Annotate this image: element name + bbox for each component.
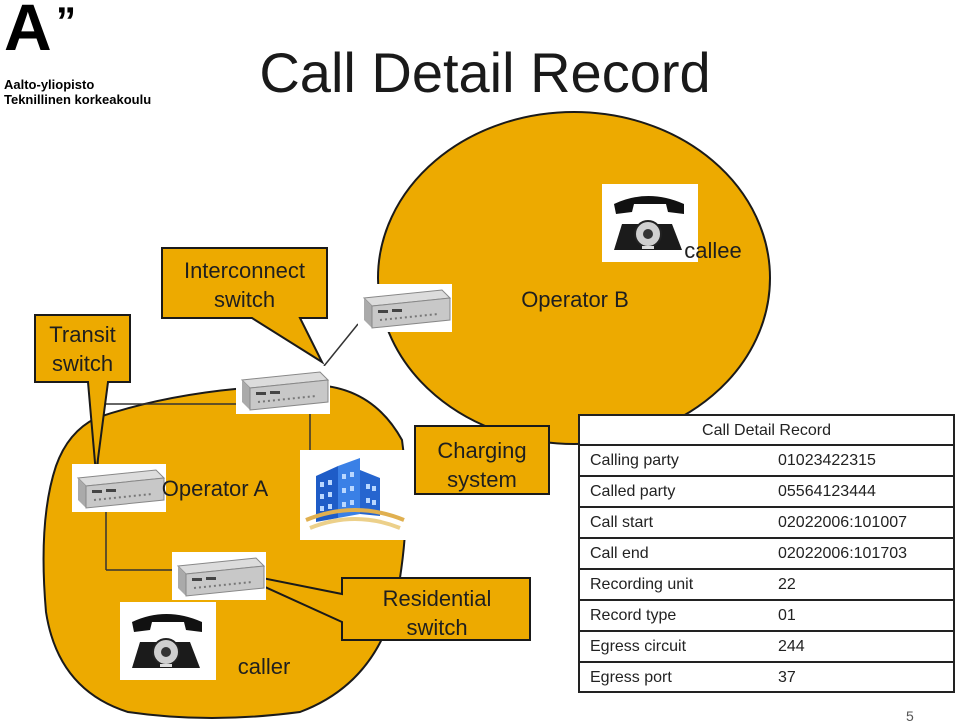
switch-icon-interconnect	[235, 365, 331, 415]
logo-mark: A	[4, 0, 52, 64]
cdr-key: Record type	[590, 607, 677, 624]
callee-label: callee	[684, 238, 742, 263]
cdr-key: Recording unit	[590, 576, 694, 593]
cdr-value: 01	[778, 607, 796, 624]
page-title: Call Detail Record	[259, 41, 711, 104]
cdr-value: 05564123444	[778, 483, 876, 500]
call-detail-record-table: Call Detail Record Calling party 01023422…	[578, 414, 955, 693]
cdr-row: Call start 02022006:101007	[580, 508, 953, 539]
interconnect-switch-callout	[161, 247, 328, 365]
cdr-value: 244	[778, 638, 805, 655]
operator-a-label: Operator A	[161, 476, 269, 501]
cdr-row: Calling party 01023422315	[580, 446, 953, 477]
cdr-key: Called party	[590, 483, 676, 500]
cdr-table-title: Call Detail Record	[580, 416, 953, 446]
cdr-value: 22	[778, 576, 796, 593]
switch-icon-residential	[171, 551, 267, 601]
cdr-key: Egress port	[590, 669, 672, 686]
building-icon	[300, 450, 410, 540]
cdr-row: Egress circuit 244	[580, 632, 953, 663]
switch-icon-operator-b	[357, 283, 453, 333]
cdr-row: Recording unit 22	[580, 570, 953, 601]
cdr-row: Called party 05564123444	[580, 477, 953, 508]
residential-switch-callout	[231, 571, 531, 641]
telephone-icon-caller	[119, 601, 217, 681]
cdr-value: 37	[778, 669, 796, 686]
cdr-value: 02022006:101007	[778, 514, 908, 531]
cdr-key: Call end	[590, 545, 649, 562]
cdr-key: Egress circuit	[590, 638, 687, 655]
logo-line-1: Aalto-yliopisto	[4, 77, 95, 92]
cdr-row: Record type 01	[580, 601, 953, 632]
logo-quote: ”	[56, 0, 76, 44]
transit-switch-callout	[34, 314, 131, 475]
page-number: 5	[906, 708, 914, 724]
charging-system-box	[414, 425, 550, 495]
cdr-row: Egress port 37	[580, 663, 953, 694]
cdr-value: 01023422315	[778, 452, 876, 469]
logo-line-2: Teknillinen korkeakoulu	[4, 92, 152, 107]
cdr-value: 02022006:101703	[778, 545, 908, 562]
operator-b-area	[377, 111, 771, 445]
caller-label: caller	[237, 654, 291, 679]
operator-b-label: Operator B	[521, 287, 629, 312]
cdr-row: Call end 02022006:101703	[580, 539, 953, 570]
cdr-key: Calling party	[590, 452, 679, 469]
cdr-key: Call start	[590, 514, 654, 531]
